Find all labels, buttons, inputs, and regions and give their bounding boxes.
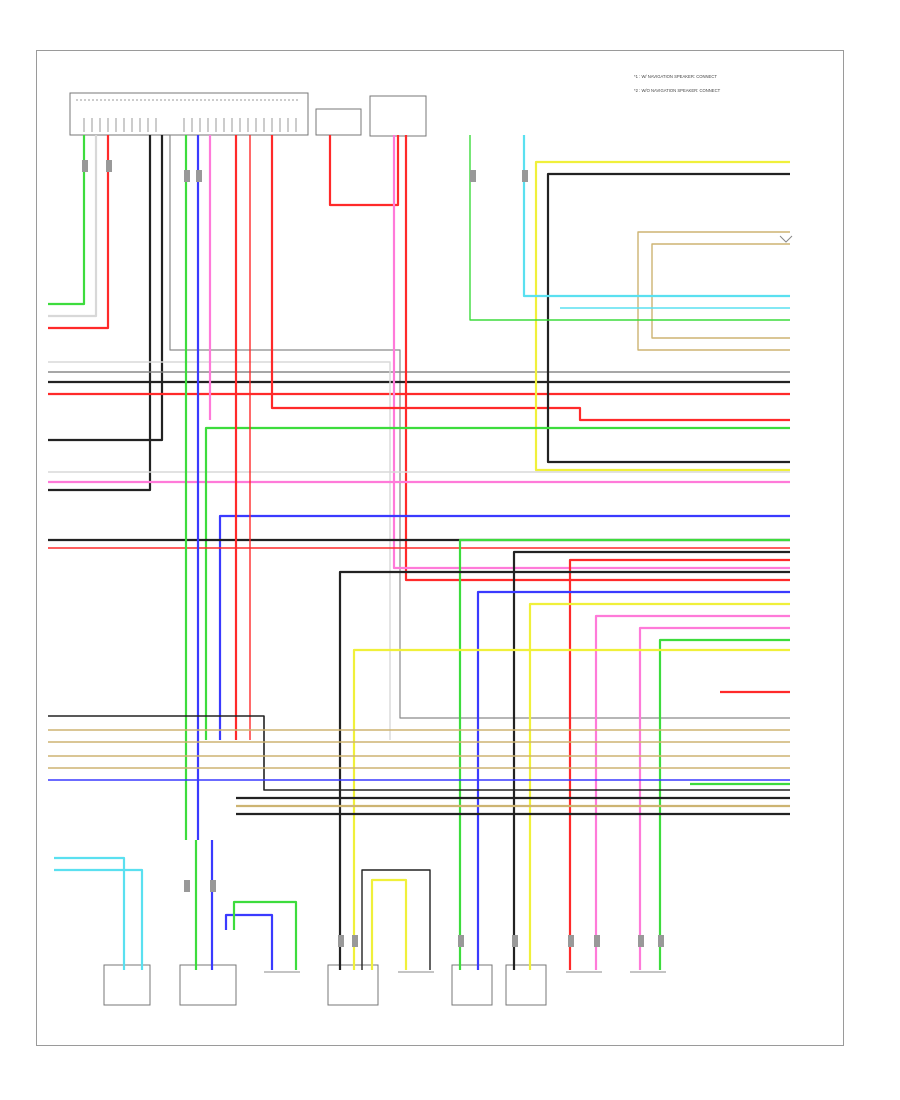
rear-door-speaker-lh-box bbox=[451, 964, 493, 1006]
wire-red-2 bbox=[270, 135, 790, 422]
wire-red-door-rh bbox=[404, 135, 790, 582]
wire-blue-3 bbox=[476, 590, 790, 970]
diagram-frame bbox=[36, 50, 844, 1046]
wire-red-door-lh bbox=[328, 135, 400, 207]
wire-black-4 bbox=[512, 550, 790, 970]
wire-gray-long bbox=[169, 135, 790, 719]
rear-speaker-lh-box bbox=[327, 964, 379, 1006]
wire-green-2 bbox=[469, 135, 790, 321]
wire-light-blue-clock bbox=[54, 856, 126, 970]
wire-yellow-3 bbox=[352, 648, 790, 970]
wire-tan-1 bbox=[637, 231, 790, 351]
wire-yellow-rear bbox=[370, 878, 408, 970]
wire-red-1 bbox=[48, 135, 110, 330]
ground-symbol bbox=[779, 235, 793, 243]
clock-box bbox=[103, 964, 151, 1006]
wire-black-2 bbox=[48, 135, 152, 492]
wire-black-h3 bbox=[48, 715, 790, 791]
wire-red-5 bbox=[568, 558, 790, 970]
wire-black-rear bbox=[361, 869, 431, 970]
wire-green-6 bbox=[658, 638, 790, 970]
wire-green-1 bbox=[48, 135, 86, 306]
wire-blue-tweeter-rh bbox=[224, 913, 274, 970]
wire-black-5 bbox=[338, 570, 790, 970]
wire-yellow-2 bbox=[528, 602, 790, 970]
wire-green-3 bbox=[204, 426, 790, 740]
wire-blue-1 bbox=[218, 514, 790, 740]
wire-pink-3 bbox=[594, 614, 790, 970]
front-tweeter-lh-box bbox=[179, 964, 237, 1006]
wire-green-tweeter-rh bbox=[232, 900, 298, 970]
wire-yellow-1 bbox=[534, 160, 790, 472]
wire-white-1 bbox=[48, 135, 98, 318]
rear-door-speaker-rh-box bbox=[505, 964, 547, 1006]
wire-light-blue-clock-2 bbox=[54, 868, 144, 970]
wire-black-1 bbox=[48, 135, 164, 442]
wire-pink-4 bbox=[638, 626, 790, 970]
note-1: *1 : W/ NAVIGATION SPEAKER: CONNECT bbox=[634, 74, 717, 79]
front-door-speaker-rh-box bbox=[369, 95, 427, 137]
wire-green-5 bbox=[458, 538, 790, 970]
wire-black-3 bbox=[546, 172, 790, 464]
note-2: *2 : W/O NAVIGATION SPEAKER: CONNECT bbox=[634, 88, 721, 93]
wire-white-h1 bbox=[48, 361, 391, 740]
wire-light-blue-1 bbox=[522, 135, 790, 298]
wire-tan-2 bbox=[651, 243, 790, 339]
front-door-speaker-lh-box bbox=[315, 108, 362, 136]
wire-pink-door-rh bbox=[392, 135, 790, 570]
